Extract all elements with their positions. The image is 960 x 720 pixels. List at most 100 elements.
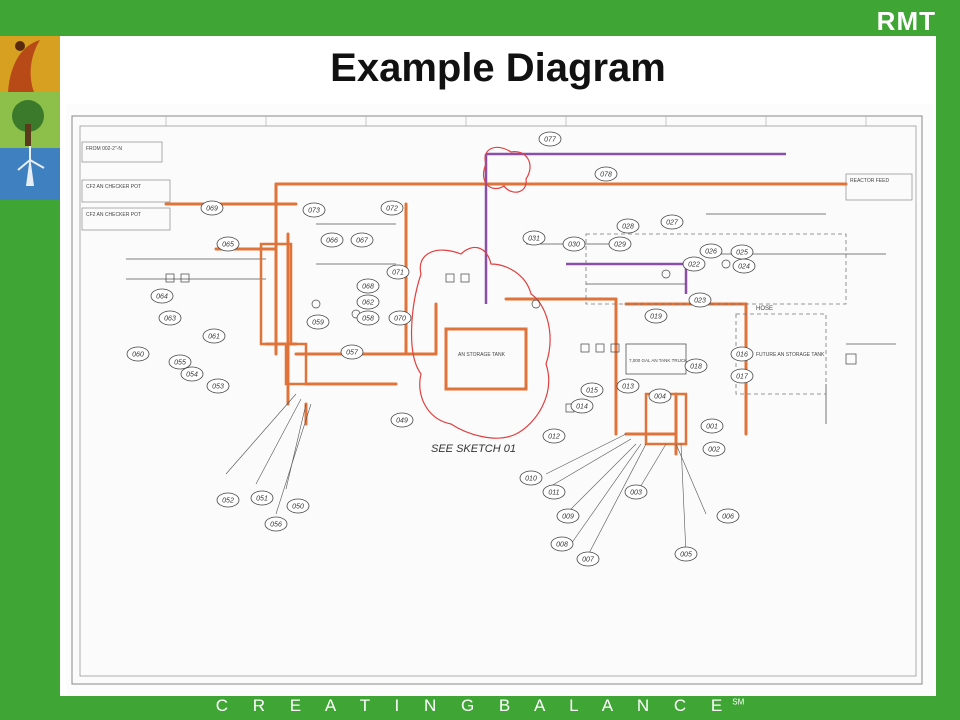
- footer-tagline: C R E A T I N G B A L A N C ESM: [0, 696, 960, 716]
- balloon-label: 025: [736, 250, 748, 257]
- balloon-label: 008: [556, 542, 568, 549]
- balloon-019: 019: [644, 308, 668, 324]
- page-title: Example Diagram: [330, 46, 666, 90]
- balloon-070: 070: [388, 310, 412, 326]
- balloon-054: 054: [180, 366, 204, 382]
- balloon-label: 065: [222, 242, 234, 249]
- balloon-002: 002: [702, 441, 726, 457]
- balloon-label: 007: [582, 557, 595, 564]
- balloon-066: 066: [320, 232, 344, 248]
- balloon-001: 001: [700, 418, 724, 434]
- balloon-012: 012: [542, 428, 566, 444]
- balloon-052: 052: [216, 492, 240, 508]
- balloon-003: 003: [624, 484, 648, 500]
- balloon-label: 012: [548, 434, 560, 441]
- balloon-018: 018: [684, 358, 708, 374]
- balloon-label: 061: [208, 334, 220, 341]
- balloon-067: 067: [350, 232, 374, 248]
- balloon-062: 062: [356, 294, 380, 310]
- balloon-022: 022: [682, 256, 706, 272]
- balloon-label: 063: [164, 316, 176, 323]
- balloon-078: 078: [594, 166, 618, 182]
- balloon-026: 026: [699, 243, 723, 259]
- balloon-label: 062: [362, 300, 374, 307]
- balloon-label: 023: [694, 298, 706, 305]
- balloon-label: 069: [206, 206, 218, 213]
- brand-logo: RMT: [876, 6, 936, 36]
- balloon-label: 056: [270, 522, 282, 529]
- balloon-064: 064: [150, 288, 174, 304]
- balloon-label: 027: [666, 220, 679, 227]
- balloon-label: 057: [346, 350, 359, 357]
- balloon-label: 078: [600, 172, 612, 179]
- balloon-049: 049: [390, 412, 414, 428]
- balloon-label: 003: [630, 490, 642, 497]
- balloon-063: 063: [158, 310, 182, 326]
- balloon-label: 070: [394, 316, 406, 323]
- balloon-label: 006: [722, 514, 734, 521]
- balloon-059: 059: [306, 314, 330, 330]
- balloon-label: 050: [292, 504, 304, 511]
- balloon-016: 016: [730, 346, 754, 362]
- balloon-071: 071: [386, 264, 410, 280]
- engineering-drawing: FROM 002-2"-N CF2 AN CHECKER POT CF2 AN …: [66, 104, 934, 696]
- balloon-017: 017: [730, 368, 754, 384]
- balloon-058: 058: [356, 310, 380, 326]
- balloon-label: 049: [396, 418, 408, 425]
- svg-text:CF2 AN CHECKER POT: CF2 AN CHECKER POT: [86, 212, 141, 218]
- balloon-label: 026: [705, 249, 717, 256]
- balloon-030: 030: [562, 236, 586, 252]
- label-future-tank: FUTURE AN STORAGE TANK: [756, 352, 825, 358]
- balloon-053: 053: [206, 378, 230, 394]
- balloon-068: 068: [356, 278, 380, 294]
- balloon-015: 015: [580, 382, 604, 398]
- balloon-label: 064: [156, 294, 168, 301]
- balloon-label: 029: [614, 242, 626, 249]
- balloon-label: 055: [174, 360, 186, 367]
- balloon-028: 028: [616, 218, 640, 234]
- balloon-008: 008: [550, 536, 574, 552]
- balloon-label: 024: [738, 264, 750, 271]
- balloon-label: 018: [690, 364, 702, 371]
- balloon-label: 022: [688, 262, 700, 269]
- decorative-image-strip: [0, 36, 60, 200]
- balloon-label: 011: [548, 490, 559, 497]
- balloon-label: 060: [132, 352, 144, 359]
- balloon-label: 052: [222, 498, 234, 505]
- balloon-004: 004: [648, 388, 672, 404]
- balloon-label: 053: [212, 384, 224, 391]
- label-tank-gal: 7,000 GAL AN TANK TRUCK: [629, 358, 687, 363]
- balloon-060: 060: [126, 346, 150, 362]
- balloon-label: 077: [544, 137, 557, 144]
- balloon-072: 072: [380, 200, 404, 216]
- balloon-label: 015: [586, 388, 598, 395]
- balloon-065: 065: [216, 236, 240, 252]
- balloon-label: 009: [562, 514, 574, 521]
- balloon-label: 004: [654, 394, 666, 401]
- balloon-061: 061: [202, 328, 226, 344]
- balloon-callouts: 0010020030040050060070080090100110120130…: [126, 131, 756, 567]
- balloon-029: 029: [608, 236, 632, 252]
- balloon-013: 013: [616, 378, 640, 394]
- balloon-027: 027: [660, 214, 684, 230]
- balloon-label: 054: [186, 372, 198, 379]
- balloon-069: 069: [200, 200, 224, 216]
- balloon-label: 073: [308, 208, 320, 215]
- balloon-label: 068: [362, 284, 374, 291]
- balloon-label: 017: [736, 374, 749, 381]
- balloon-label: 072: [386, 206, 398, 213]
- balloon-007: 007: [576, 551, 600, 567]
- balloon-label: 001: [706, 424, 718, 431]
- balloon-051: 051: [250, 490, 274, 506]
- balloon-057: 057: [340, 344, 364, 360]
- balloon-label: 030: [568, 242, 580, 249]
- label-from-top: FROM 002-2"-N: [86, 146, 122, 152]
- balloon-label: 010: [525, 476, 537, 483]
- balloon-label: 071: [392, 270, 404, 277]
- balloon-label: 067: [356, 238, 369, 245]
- title-block-left: [81, 141, 171, 231]
- balloon-label: 019: [650, 314, 662, 321]
- balloon-label: 059: [312, 320, 324, 327]
- balloon-label: 028: [622, 224, 634, 231]
